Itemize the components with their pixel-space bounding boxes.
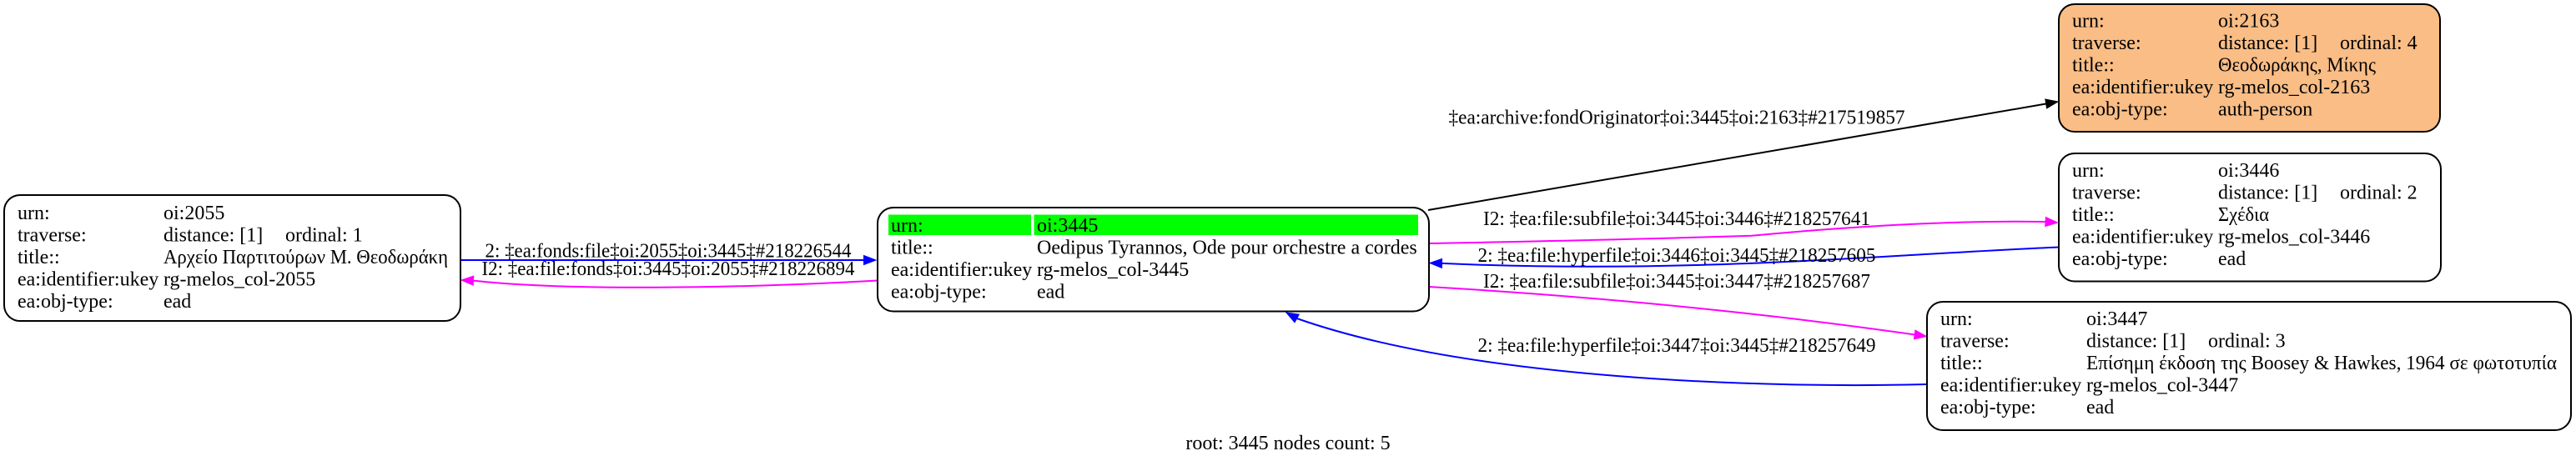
svg-text:urn:: urn:	[1940, 308, 1973, 330]
svg-text:ordinal: 4: ordinal: 4	[2340, 33, 2418, 54]
svg-text:rg-melos_col-2163: rg-melos_col-2163	[2218, 77, 2370, 98]
svg-text:urn:: urn:	[2072, 160, 2105, 182]
svg-text:ea:obj-type:: ea:obj-type:	[2072, 248, 2168, 270]
svg-text:ea:identifier:ukey: ea:identifier:ukey	[891, 259, 1032, 281]
svg-text:ead: ead	[2086, 397, 2114, 418]
svg-text:2: ‡ea:file:hyperfile‡oi:3447‡: 2: ‡ea:file:hyperfile‡oi:3447‡oi:3445‡#2…	[1478, 335, 1876, 357]
svg-text:ordinal: 2: ordinal: 2	[2340, 183, 2418, 204]
svg-text:ea:identifier:ukey: ea:identifier:ukey	[2072, 77, 2213, 98]
svg-text:root: 3445 nodes count: 5: root: 3445 nodes count: 5	[1185, 433, 1390, 454]
svg-text:title::: title::	[1940, 353, 1983, 374]
svg-text:auth-person: auth-person	[2218, 99, 2312, 121]
svg-text:oi:3445: oi:3445	[1037, 215, 1098, 237]
svg-text:oi:3447: oi:3447	[2086, 308, 2147, 330]
svg-text:ead: ead	[2218, 248, 2246, 270]
svg-text:oi:2163: oi:2163	[2218, 11, 2279, 33]
svg-text:oi:2055: oi:2055	[164, 203, 224, 224]
svg-text:urn:: urn:	[2072, 11, 2105, 33]
svg-text:title::: title::	[891, 238, 933, 259]
svg-text:rg-melos_col-2055: rg-melos_col-2055	[164, 269, 315, 291]
svg-text:rg-melos_col-3446: rg-melos_col-3446	[2218, 227, 2370, 248]
svg-text:oi:3446: oi:3446	[2218, 160, 2279, 182]
svg-text:Σχέδια: Σχέδια	[2218, 204, 2269, 226]
svg-text:rg-melos_col-3445: rg-melos_col-3445	[1037, 259, 1189, 281]
svg-text:traverse:: traverse:	[18, 225, 87, 247]
svg-text:ead: ead	[164, 291, 191, 313]
svg-text:ea:identifier:ukey: ea:identifier:ukey	[2072, 227, 2213, 248]
svg-text:title::: title::	[2072, 55, 2115, 77]
svg-text:title::: title::	[18, 247, 60, 268]
svg-text:distance: [1]: distance: [1]	[2218, 33, 2317, 54]
svg-text:ordinal: 3: ordinal: 3	[2208, 331, 2286, 353]
svg-text:distance: [1]: distance: [1]	[2086, 331, 2186, 353]
svg-text:Oedipus Tyrannos, Ode pour orc: Oedipus Tyrannos, Ode pour orchestre a c…	[1037, 238, 1417, 259]
svg-text:Επίσημη έκδοση της Boosey & Ha: Επίσημη έκδοση της Boosey & Hawkes, 1964…	[2086, 353, 2557, 374]
svg-text:rg-melos_col-3447: rg-melos_col-3447	[2086, 375, 2238, 397]
svg-text:distance: [1]: distance: [1]	[2218, 183, 2317, 204]
svg-text:ea:obj-type:: ea:obj-type:	[1940, 397, 2036, 418]
svg-text:distance: [1]: distance: [1]	[164, 225, 263, 247]
svg-text:‡ea:archive:fondOriginator‡oi:: ‡ea:archive:fondOriginator‡oi:3445‡oi:21…	[1449, 108, 1905, 129]
svg-text:urn:: urn:	[18, 203, 50, 224]
svg-text:ea:obj-type:: ea:obj-type:	[18, 291, 113, 313]
svg-text:ea:obj-type:: ea:obj-type:	[2072, 99, 2168, 121]
svg-text:I2: ‡ea:file:subfile‡oi:3445‡o: I2: ‡ea:file:subfile‡oi:3445‡oi:3446‡#21…	[1483, 208, 1870, 230]
svg-text:2: ‡ea:fonds:file‡oi:2055‡oi:3: 2: ‡ea:fonds:file‡oi:2055‡oi:3445‡#21822…	[486, 241, 852, 263]
svg-text:traverse:: traverse:	[2072, 33, 2141, 54]
svg-text:urn:: urn:	[891, 215, 923, 237]
svg-text:ea:identifier:ukey: ea:identifier:ukey	[1940, 375, 2081, 397]
svg-text:ordinal: 1: ordinal: 1	[285, 225, 363, 247]
svg-text:Αρχείο Παρτιτούρων Μ. Θεοδωράκ: Αρχείο Παρτιτούρων Μ. Θεοδωράκη	[164, 247, 448, 268]
svg-text:ead: ead	[1037, 282, 1064, 303]
svg-text:traverse:: traverse:	[2072, 183, 2141, 204]
svg-text:ea:obj-type:: ea:obj-type:	[891, 282, 987, 303]
svg-text:I2: ‡ea:file:subfile‡oi:3445‡o: I2: ‡ea:file:subfile‡oi:3445‡oi:3447‡#21…	[1483, 271, 1870, 293]
svg-text:traverse:: traverse:	[1940, 331, 2010, 353]
svg-text:Θεοδωράκης, Μίκης: Θεοδωράκης, Μίκης	[2218, 55, 2376, 77]
svg-text:title::: title::	[2072, 204, 2115, 226]
svg-text:ea:identifier:ukey: ea:identifier:ukey	[18, 269, 158, 291]
svg-text:2: ‡ea:file:hyperfile‡oi:3446‡: 2: ‡ea:file:hyperfile‡oi:3446‡oi:3445‡#2…	[1478, 245, 1876, 267]
svg-text:I2: ‡ea:file:fonds‡oi:3445‡oi:: I2: ‡ea:file:fonds‡oi:3445‡oi:2055‡#2182…	[482, 258, 855, 280]
